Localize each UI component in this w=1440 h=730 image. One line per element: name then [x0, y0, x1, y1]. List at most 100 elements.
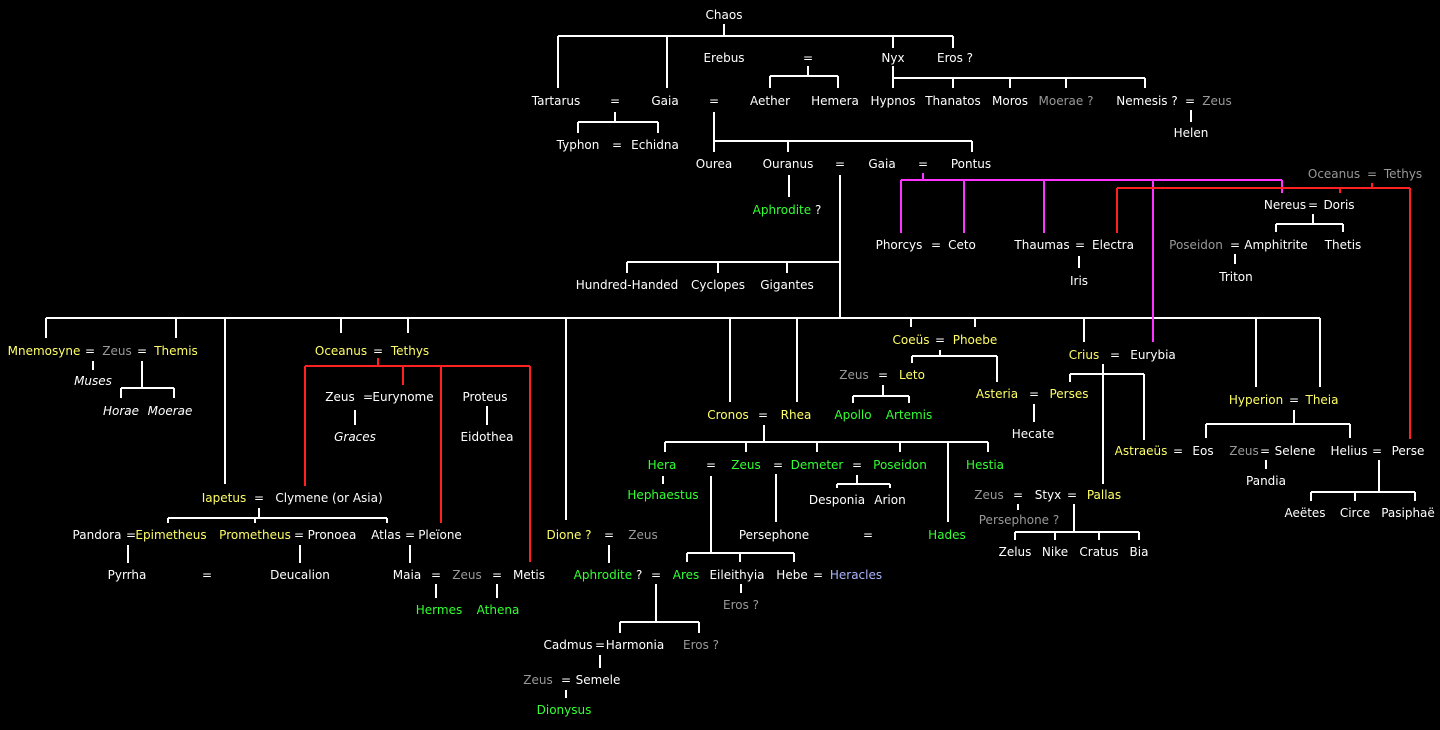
marriage-sign: =	[802, 51, 814, 65]
node-hephaestus: Hephaestus	[627, 488, 699, 502]
node-themis: Themis	[154, 344, 198, 358]
node-circe: Circe	[1339, 506, 1371, 520]
node-leto: Leto	[899, 368, 925, 382]
node-pronoea: Pronoea	[307, 528, 357, 542]
node-eurybia: Eurybia	[1130, 348, 1176, 362]
node-zeus: Zeus	[523, 673, 553, 687]
node-zeus: Zeus	[1202, 94, 1232, 108]
node-aeetes: Aeëtes	[1284, 506, 1326, 520]
marriage-sign: =	[1259, 444, 1271, 458]
node-phoebe: Phoebe	[952, 333, 998, 347]
node-persephone-q: Persephone ?	[978, 513, 1060, 527]
node-cyclopes: Cyclopes	[690, 278, 746, 292]
node-hemera: Hemera	[811, 94, 859, 108]
node-pallas: Pallas	[1086, 488, 1122, 502]
node-eros-3: Eros ?	[682, 638, 720, 652]
node-cadmus: Cadmus	[543, 638, 593, 652]
node-deucalion: Deucalion	[270, 568, 330, 582]
node-hermes: Hermes	[415, 603, 463, 617]
node-gaia-2: Gaia	[868, 157, 896, 171]
node-doris: Doris	[1323, 198, 1355, 212]
node-harmonia: Harmonia	[605, 638, 665, 652]
marriage-sign: =	[934, 333, 946, 347]
marriage-sign: =	[125, 528, 137, 542]
marriage-sign: =	[1288, 393, 1300, 407]
node-typhon: Typhon	[556, 138, 600, 152]
node-eos: Eos	[1192, 444, 1214, 458]
node-triton: Triton	[1219, 270, 1253, 284]
marriage-sign: =	[560, 673, 572, 687]
node-nereus: Nereus	[1263, 198, 1307, 212]
marriage-sign: =	[1307, 198, 1319, 212]
node-apollo: Apollo	[834, 408, 872, 422]
node-bia: Bia	[1129, 545, 1149, 559]
node-phorcys: Phorcys	[875, 238, 923, 252]
node-chaos: Chaos	[705, 8, 743, 22]
marriage-sign: =	[201, 568, 213, 582]
marriage-sign: =	[594, 638, 606, 652]
node-semele: Semele	[575, 673, 621, 687]
node-muses: Muses	[74, 374, 112, 388]
node-heracles: Heracles	[829, 568, 883, 582]
node-eileithyia: Eileithyia	[709, 568, 765, 582]
node-poseidon-child: Poseidon	[873, 458, 927, 472]
node-nemesis-q: Nemesis ?	[1116, 94, 1178, 108]
node-perse: Perse	[1391, 444, 1425, 458]
node-desponia: Desponia	[808, 493, 866, 507]
node-ares: Ares	[672, 568, 700, 582]
node-metis: Metis	[512, 568, 546, 582]
marriage-sign: =	[404, 528, 416, 542]
node-graces: Graces	[334, 430, 376, 444]
node-aphrodite-2: Aphrodite ?	[573, 568, 643, 582]
node-thetis: Thetis	[1324, 238, 1362, 252]
node-zeus: Zeus	[628, 528, 658, 542]
node-echidna: Echidna	[631, 138, 679, 152]
marriage-sign: =	[136, 344, 148, 358]
node-dione-q: Dione ?	[546, 528, 592, 542]
marriage-sign: =	[609, 94, 621, 108]
node-styx: Styx	[1034, 488, 1062, 502]
node-hera: Hera	[647, 458, 677, 472]
marriage-sign: =	[772, 458, 784, 472]
marriage-sign: =	[603, 528, 615, 542]
node-maia: Maia	[392, 568, 422, 582]
node-helen: Helen	[1173, 126, 1209, 140]
marriage-sign: =	[757, 408, 769, 422]
node-aphrodite-q: Aphrodite ?	[752, 203, 822, 217]
node-zeus-child: Zeus	[731, 458, 761, 472]
node-thanatos: Thanatos	[925, 94, 981, 108]
marriage-sign: =	[851, 458, 863, 472]
node-moerae-q: Moerae ?	[1038, 94, 1094, 108]
node-hyperion: Hyperion	[1228, 393, 1284, 407]
marriage-sign: =	[1074, 238, 1086, 252]
marriage-sign: =	[1229, 238, 1241, 252]
node-hecate: Hecate	[1011, 427, 1055, 441]
node-oceanus: Oceanus	[314, 344, 368, 358]
node-aether: Aether	[749, 94, 791, 108]
marriage-sign: =	[1028, 387, 1040, 401]
node-epimetheus: Epimetheus	[135, 528, 207, 542]
node-pasiphae: Pasiphaë	[1381, 506, 1435, 520]
node-eidothea: Eidothea	[460, 430, 514, 444]
marriage-sign: =	[1172, 444, 1184, 458]
node-zeus: Zeus	[325, 390, 355, 404]
marriage-sign: =	[253, 491, 265, 505]
node-eurynome: Eurynome	[372, 390, 434, 404]
marriage-sign: =	[877, 368, 889, 382]
marriage-sign: =	[1366, 167, 1378, 181]
node-prometheus: Prometheus	[219, 528, 291, 542]
marriage-sign: =	[372, 344, 384, 358]
node-proteus: Proteus	[462, 390, 508, 404]
marriage-sign: =	[708, 94, 720, 108]
node-pyrrha: Pyrrha	[107, 568, 147, 582]
node-asteria: Asteria	[975, 387, 1019, 401]
node-crius: Crius	[1068, 348, 1100, 362]
node-pleione: Pleïone	[418, 528, 462, 542]
node-atlas: Atlas	[371, 528, 401, 542]
node-thaumas: Thaumas	[1014, 238, 1070, 252]
marriage-sign: =	[1066, 488, 1078, 502]
node-electra: Electra	[1092, 238, 1134, 252]
node-ouranus: Ouranus	[762, 157, 814, 171]
marriage-sign: =	[1012, 488, 1024, 502]
node-coeus: Coeüs	[892, 333, 930, 347]
